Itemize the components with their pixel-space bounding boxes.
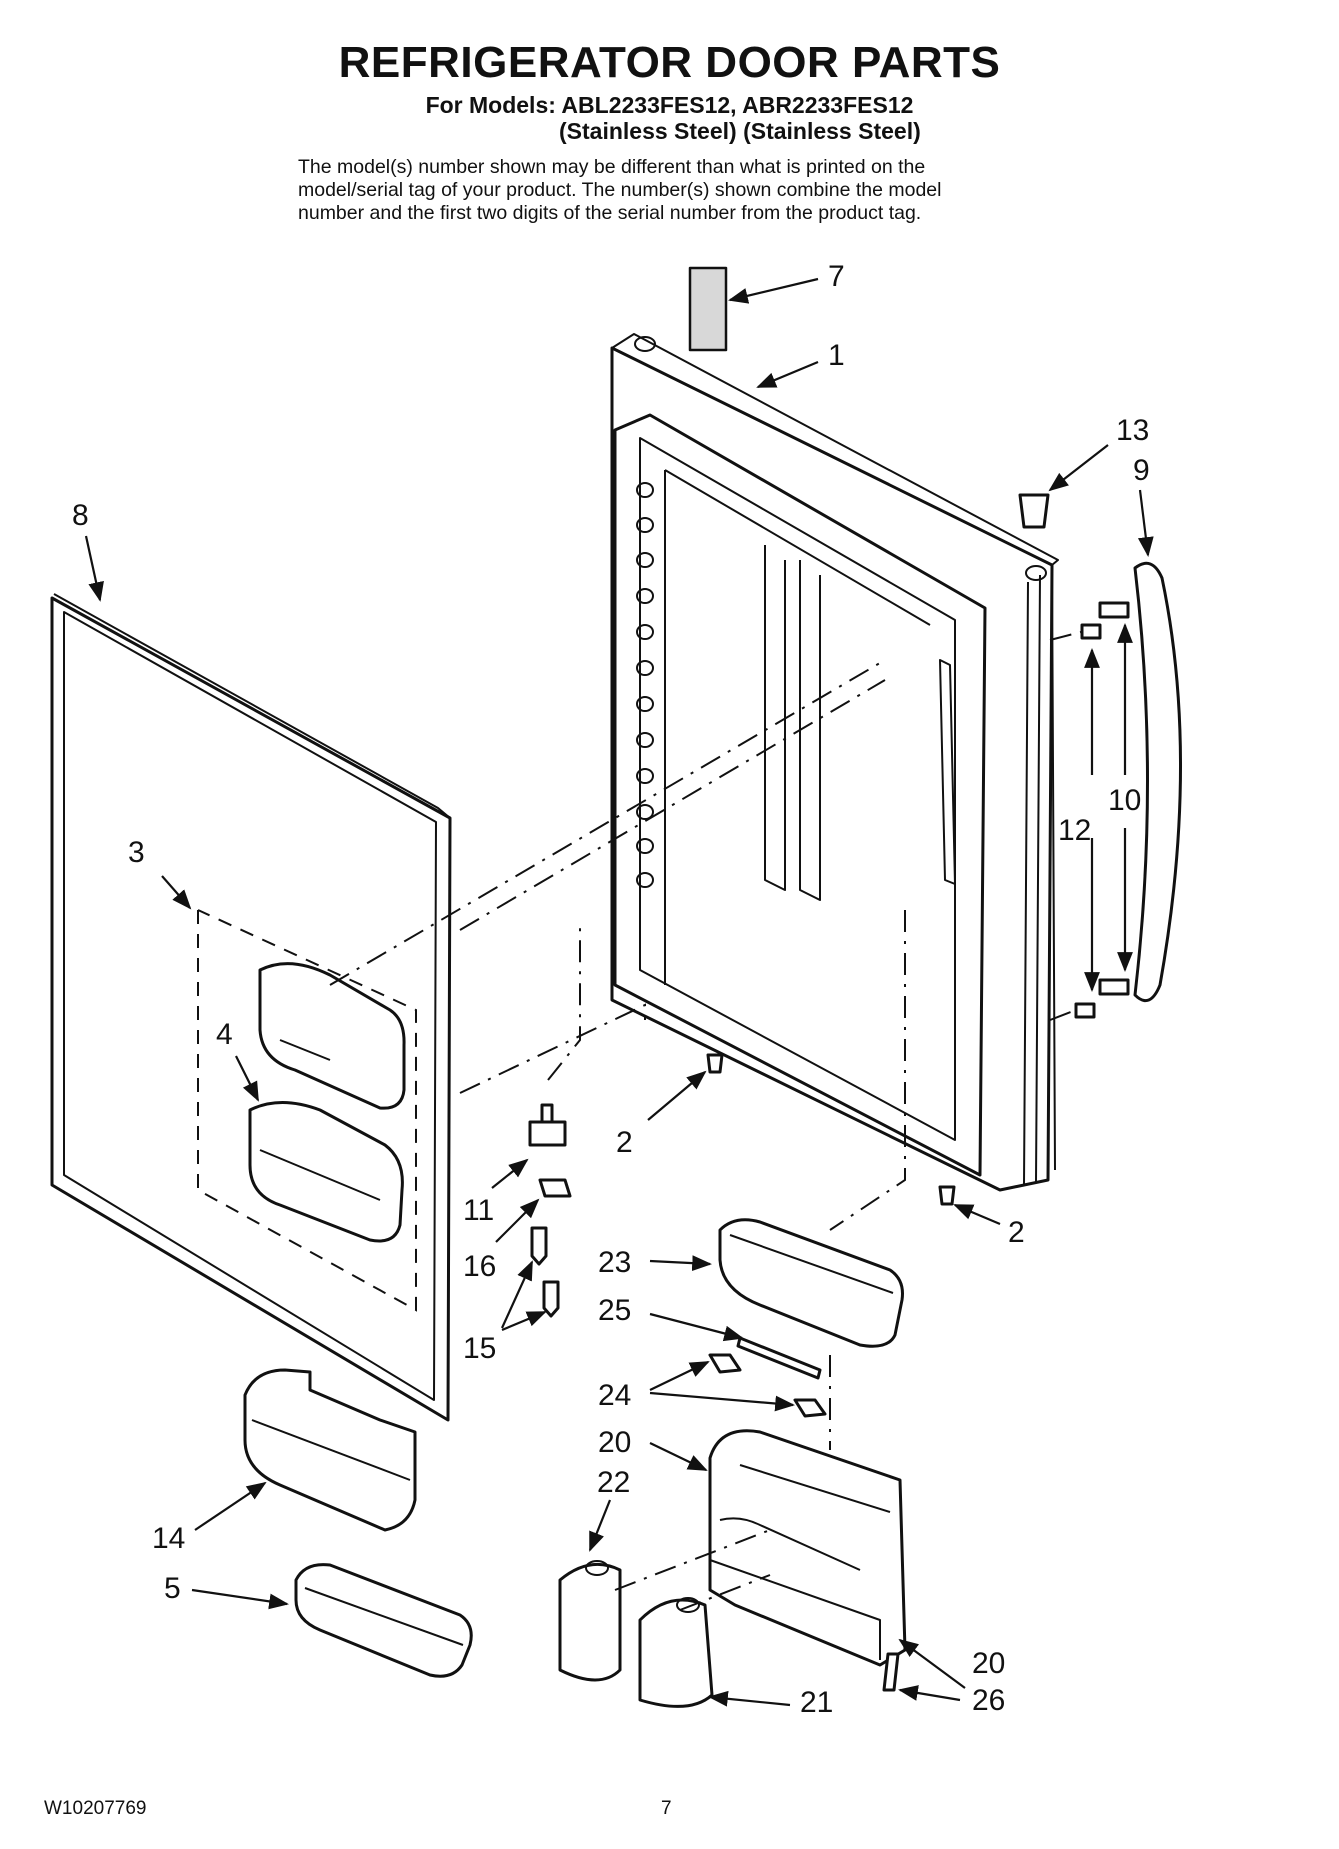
callout-5: 5 [164,1572,181,1605]
callout-21: 21 [800,1686,833,1719]
callout-2b: 2 [1008,1216,1025,1249]
page-title: REFRIGERATOR DOOR PARTS [338,38,1001,87]
part-13-plug [1018,493,1050,529]
part-3-4-dispenser-group [197,909,417,1312]
callout-15: 15 [463,1332,496,1365]
shelf-bumps-column [636,482,654,888]
callout-16: 16 [463,1250,496,1283]
callout-24: 24 [598,1379,631,1412]
part-11-hinge-pin [528,1103,567,1147]
part-2-screws [706,1053,956,1206]
part-22-cover [558,1560,622,1682]
callout-14: 14 [152,1522,185,1555]
callout-8: 8 [72,499,89,532]
callout-1: 1 [828,339,845,372]
part-20-dispenser-housing [708,1429,907,1667]
callout-26: 26 [972,1684,1005,1717]
part-8-door-gasket [50,593,452,1422]
part-25-rod [736,1336,822,1380]
callout-4: 4 [216,1018,233,1051]
callout-7: 7 [828,260,845,293]
door-inner-liner [613,413,987,1177]
callout-2a: 2 [616,1126,633,1159]
document-number: W10207769 [44,1798,147,1819]
finish-line: (Stainless Steel) (Stainless Steel) [559,118,921,144]
callout-22: 22 [597,1466,630,1499]
callout-numbers: 7 1 13 9 8 10 12 3 4 2 2 11 16 15 23 25 … [72,260,1150,1719]
callout-13: 13 [1116,414,1149,447]
part-10-12-handle-screws [1074,601,1130,1019]
callout-20a: 20 [598,1426,631,1459]
callout-20b: 20 [972,1647,1005,1680]
model-note: The model(s) number shown may be differe… [298,156,1098,225]
note-line-1: The model(s) number shown may be differe… [298,156,926,178]
callout-12: 12 [1058,814,1091,847]
callout-9: 9 [1133,454,1150,487]
part-9-handle [1133,561,1183,1003]
part-16-hinge-plate [538,1178,572,1198]
part-14-bin [243,1368,417,1532]
note-line-2: model/serial tag of your product. The nu… [298,179,942,201]
page-number: 7 [661,1798,672,1819]
part-7-label [688,266,728,352]
callout-25: 25 [598,1294,631,1327]
leader-arrows [84,277,1154,1707]
models-line: For Models: ABL2233FES12, ABR2233FES12 [425,92,914,118]
part-24-clips [708,1353,827,1418]
part-26-clip [882,1652,900,1692]
part-5-bin [294,1563,473,1678]
callout-23: 23 [598,1246,631,1279]
alignment-lines [329,630,1086,1611]
callout-10: 10 [1108,784,1141,817]
part-23-door-bin [718,1218,904,1348]
callout-3: 3 [128,836,145,869]
part-21-cover [638,1597,714,1708]
note-line-3: number and the first two digits of the s… [298,202,922,224]
callout-11: 11 [463,1194,494,1227]
part-15-screws [530,1226,560,1318]
